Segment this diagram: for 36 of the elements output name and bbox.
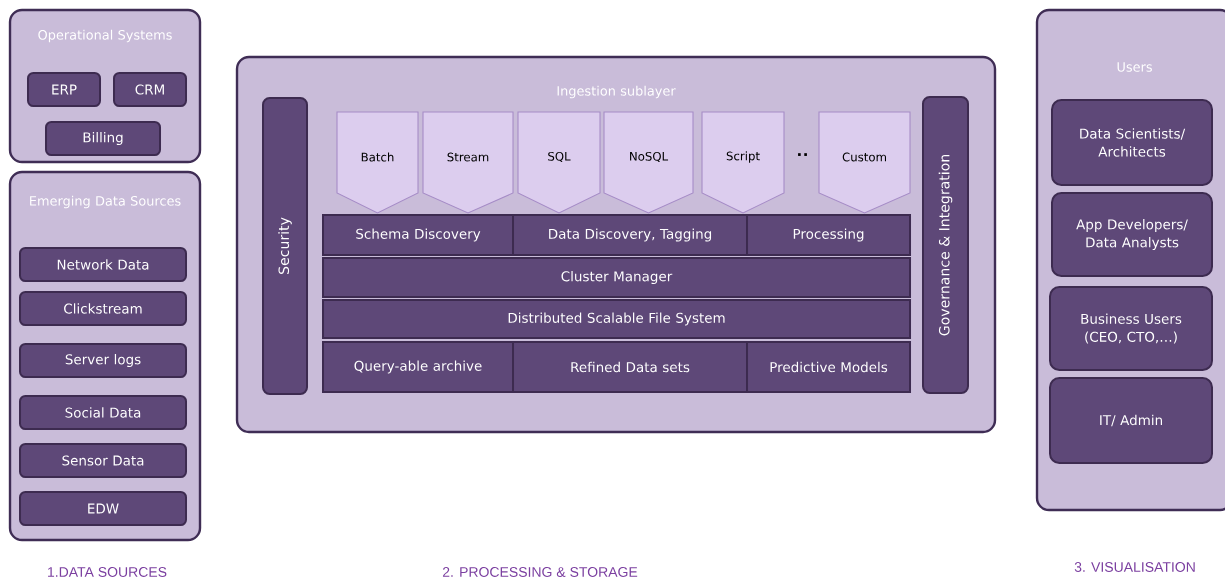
section-caption: 3. VISUALISATION bbox=[1074, 562, 1195, 572]
layer-bar: Refined Data sets bbox=[512, 341, 748, 393]
user-box: Data Scientists/ Architects bbox=[1051, 99, 1213, 186]
ingestion-tab: Custom bbox=[818, 111, 911, 214]
user-box: App Developers/ Data Analysts bbox=[1051, 192, 1213, 277]
ingestion-tab: Batch bbox=[336, 111, 419, 214]
source-box: Billing bbox=[45, 121, 161, 156]
source-box: CRM bbox=[113, 72, 187, 107]
source-box: Social Data bbox=[19, 395, 187, 430]
layer-bar: Predictive Models bbox=[746, 341, 911, 393]
layer-bar: Data Discovery, Tagging bbox=[512, 214, 748, 256]
layer-bar: Query-able archive bbox=[322, 341, 514, 393]
layer-bar: Distributed Scalable File System bbox=[322, 299, 911, 339]
section-caption: 2. PROCESSING & STORAGE bbox=[442, 567, 638, 577]
section-caption: 1.DATA SOURCES bbox=[48, 567, 167, 577]
ingestion-tab: NoSQL bbox=[603, 111, 694, 214]
panel-heading: Users bbox=[1117, 62, 1152, 72]
layer-bar: Processing bbox=[746, 214, 911, 256]
source-box: Sensor Data bbox=[19, 443, 187, 478]
layer-bar: Schema Discovery bbox=[322, 214, 514, 256]
ingestion-tab: Stream bbox=[422, 111, 514, 214]
source-box: Clickstream bbox=[19, 291, 187, 326]
source-box: Server logs bbox=[19, 343, 187, 378]
ingestion-tab: SQL bbox=[517, 111, 601, 214]
side-bar: Governance & Integration bbox=[922, 96, 969, 394]
source-box: EDW bbox=[19, 491, 187, 526]
ingestion-tab: Script bbox=[701, 111, 785, 214]
source-box: ERP bbox=[27, 72, 101, 107]
user-box: IT/ Admin bbox=[1049, 377, 1213, 464]
side-bar: Security bbox=[262, 97, 308, 395]
source-box: Network Data bbox=[19, 247, 187, 282]
user-box: Business Users (CEO, CTO,…) bbox=[1049, 286, 1213, 371]
panel-heading: Operational Systems bbox=[38, 29, 172, 43]
panel-heading: Emerging Data Sources bbox=[30, 195, 181, 209]
dots: ·· bbox=[798, 153, 807, 156]
panel-heading: Ingestion sublayer bbox=[557, 85, 676, 99]
